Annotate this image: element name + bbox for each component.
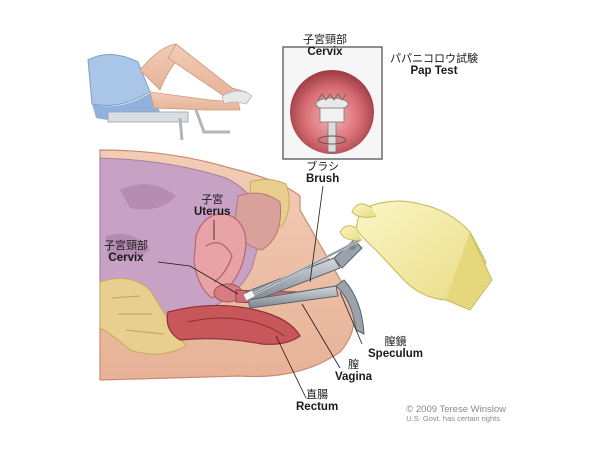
speculum-jp: 膣鏡 <box>384 335 407 348</box>
brush-instrument <box>242 238 361 302</box>
cervix-inset <box>282 46 383 160</box>
brush-jp: ブラシ <box>306 160 339 173</box>
title-label: パパニコロウ試験 Pap Test <box>390 52 478 78</box>
speculum-label: 膣鏡 Speculum <box>368 335 423 361</box>
cervix-en: Cervix <box>108 252 144 265</box>
gloved-hand <box>339 200 493 311</box>
credit-line2: U.S. Govt. has certain rights <box>406 414 501 424</box>
brush-en: Brush <box>306 173 340 186</box>
uterus-en: Uterus <box>194 206 231 219</box>
title-en: Pap Test <box>410 65 458 78</box>
vagina-jp: 膣 <box>348 358 360 371</box>
inset-cervix-jp: 子宮頸部 <box>303 33 347 46</box>
speculum-instrument <box>245 239 365 335</box>
rectum-en: Rectum <box>296 401 339 414</box>
cervix-leader <box>157 261 239 295</box>
vagina-label: 膣 Vagina <box>335 358 373 384</box>
uterus-jp: 子宮 <box>201 193 224 206</box>
rectum-jp: 直腸 <box>306 388 329 401</box>
credit-line1: © 2009 Terese Winslow <box>406 404 506 415</box>
rectum-label: 直腸 Rectum <box>296 388 339 414</box>
speculum-en: Speculum <box>368 348 423 361</box>
rectum-leader <box>275 335 307 399</box>
pelvis-cross-section <box>99 149 355 381</box>
uterus-label: 子宮 Uterus <box>194 193 231 219</box>
title-jp: パパニコロウ試験 <box>390 52 478 65</box>
speculum-leader <box>339 291 363 345</box>
brush-leader <box>309 185 324 283</box>
copyright-credit: © 2009 Terese Winslow U.S. Govt. has cer… <box>406 404 506 424</box>
cervix-jp: 子宮頸部 <box>104 239 148 252</box>
brush-label: ブラシ Brush <box>306 160 340 186</box>
cervix-label: 子宮頸部 Cervix <box>104 239 148 265</box>
inset-cervix-label: 子宮頸部 Cervix <box>303 33 347 59</box>
vagina-en: Vagina <box>335 371 373 384</box>
inset-cervix-en: Cervix <box>307 46 343 59</box>
vagina-leader <box>301 303 341 369</box>
leader-lines <box>157 185 363 399</box>
patient-on-table <box>87 43 253 141</box>
